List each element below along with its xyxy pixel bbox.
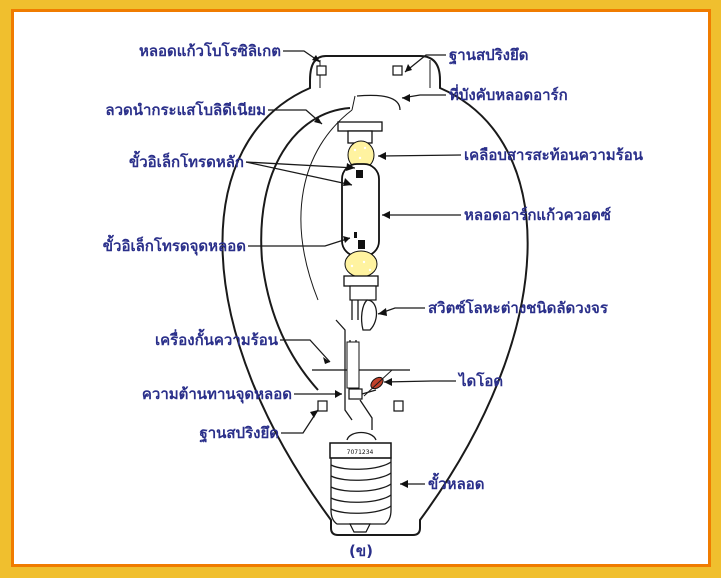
- support-wire: [260, 107, 351, 391]
- starting-resistor: [348, 388, 363, 400]
- coating-dots: [350, 146, 372, 272]
- bimetal-switch-strip: [360, 299, 378, 331]
- support-wire-inner: [300, 95, 356, 301]
- label-lamp-base: ขั้วหลอด: [428, 472, 485, 493]
- label-arc-tube-support: ที่บังคับหลอดอาร์ก: [449, 84, 568, 104]
- label-spring-base-bottom: ฐานสปริงยึด: [199, 424, 279, 443]
- figure-caption: (ข): [349, 542, 373, 560]
- spring-mount-bottom-left: [317, 400, 328, 412]
- main-electrode-bottom: [358, 240, 365, 249]
- stem: [346, 431, 377, 441]
- label-arc-tube: หลอดอาร์กแก้วควอตซ์: [464, 206, 611, 224]
- bimetal-switch-body: [349, 285, 377, 301]
- label-outer-bulb: หลอดแก้วโบโรซิลิเกต: [139, 41, 281, 60]
- starting-electrode: [354, 232, 357, 238]
- arc-tube-support-strap: [356, 94, 401, 111]
- label-heat-shield: เครื่องกั้นความร้อน: [155, 328, 279, 349]
- diode-lead: [363, 369, 393, 397]
- label-support-wire: ลวดนำกระแสโบลิดีเนียม: [105, 100, 266, 119]
- spring-mount-top-left: [316, 65, 327, 76]
- main-electrode-top: [356, 170, 363, 178]
- bottom-clamp: [343, 275, 379, 287]
- lamp-base-screw: [330, 457, 392, 525]
- label-main-electrodes: ขั้วอิเล็กโทรดหลัก: [129, 150, 244, 171]
- lead-wire-left: [335, 319, 353, 421]
- label-starting-electrode: ขั้วอิเล็กโทรดจุดหลอด: [103, 234, 246, 256]
- resistor-box: [346, 341, 360, 389]
- leader-lines: [245, 50, 462, 485]
- label-starting-resistor: ความต้านทานจุดหลอด: [142, 385, 292, 404]
- top-clamp: [337, 121, 383, 132]
- lamp-base-tip: [349, 523, 371, 533]
- base-marking: 7071234: [347, 449, 374, 456]
- diode: [370, 376, 384, 390]
- switch-leads: [351, 300, 359, 320]
- bulb-neck-line: [319, 60, 431, 88]
- label-reflective-coating: เคลือบสารสะท้อนความร้อน: [464, 146, 644, 164]
- spring-mount-top-right: [392, 65, 403, 76]
- outer-bulb: [221, 55, 529, 536]
- reflective-coating-bottom: [344, 250, 378, 278]
- screw-threads: [330, 461, 392, 514]
- leader-arrows: [310, 55, 412, 488]
- spring-mount-bottom-right: [393, 400, 404, 412]
- label-spring-base-top: ฐานสปริงยึด: [449, 46, 529, 65]
- label-diode: ไดโอด: [457, 371, 503, 390]
- label-bimetal-switch: สวิตซ์โลหะต่างชนิดลัดวงจร: [428, 298, 609, 317]
